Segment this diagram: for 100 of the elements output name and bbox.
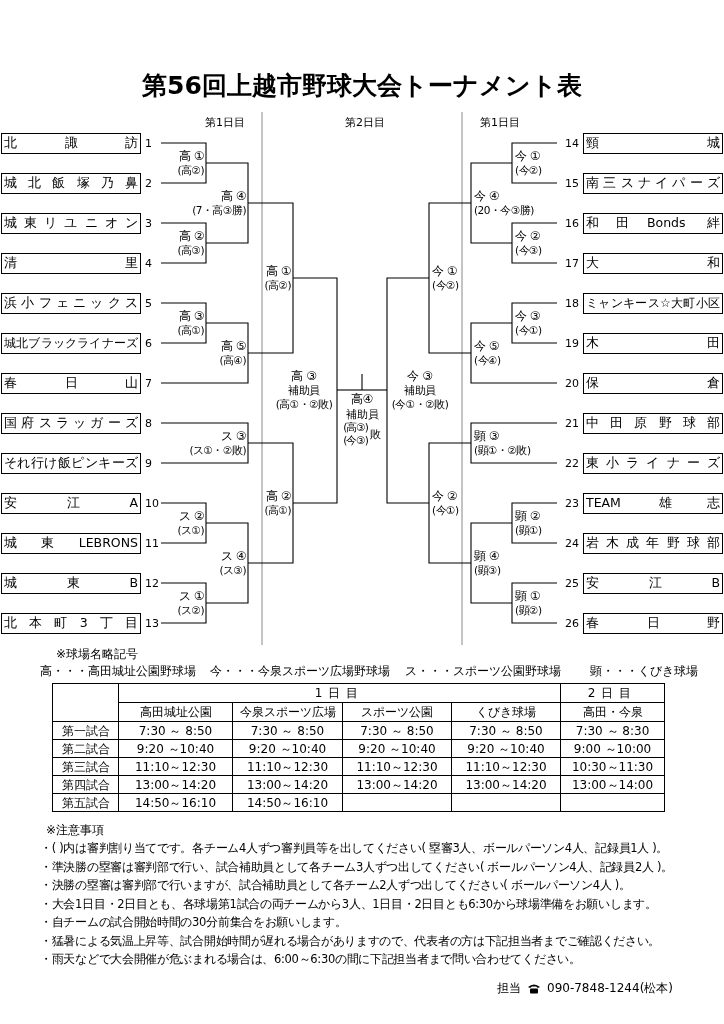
team-name: 国府スラッガーズ — [1, 412, 141, 434]
bracket-line — [247, 202, 294, 279]
team-name: 東小ライナーズ — [583, 452, 723, 474]
match-label: 今 ① — [515, 149, 541, 163]
bracket-line — [470, 422, 558, 444]
match-label: ス ③ — [220, 429, 246, 443]
match-label: 高 ① — [265, 264, 291, 278]
bracket-line — [247, 442, 294, 504]
match-note: (ス①) — [177, 523, 204, 537]
bracket-line — [511, 142, 558, 164]
match-note: (高①・②敗) — [275, 397, 333, 411]
match-label: 高 ⑤ — [220, 339, 246, 353]
bracket-line — [428, 202, 472, 279]
bracket-line — [247, 277, 294, 354]
time-slot: 7:30 ～ 8:30 — [560, 721, 665, 740]
game-number: 第五試合 — [52, 793, 119, 812]
time-slot: 13:00～14:20 — [342, 775, 452, 794]
game-number: 第四試合 — [52, 775, 119, 794]
bracket-line — [160, 502, 207, 524]
time-slot: 10:30～11:30 — [560, 757, 665, 776]
bracket-line — [511, 162, 558, 184]
bracket-line — [511, 322, 558, 344]
bracket-line — [470, 322, 513, 354]
note-text: ・自チームの試合開始時間の30分前集合をお願いします。 — [40, 917, 347, 929]
match-note: (高④) — [219, 353, 246, 367]
bracket-line — [160, 422, 249, 444]
match-note: (高②) — [264, 278, 291, 292]
seed-number: 5 — [145, 297, 152, 309]
bracket-line — [160, 302, 207, 324]
notes-heading: ※注意事項 — [46, 824, 105, 836]
bracket-line — [336, 389, 363, 391]
match-note: (高①) — [177, 323, 204, 337]
bracket-line — [361, 373, 363, 391]
seed-number: 15 — [565, 177, 579, 189]
match-label: 顕 ④ — [474, 549, 500, 563]
match-note: 補助員 — [345, 408, 379, 421]
game-number: 第三試合 — [52, 757, 119, 776]
match-note: (顕③) — [474, 563, 501, 577]
match-label: 高 ② — [178, 229, 204, 243]
match-note: (今①) — [515, 323, 542, 337]
venue-key: ス・・・スポーツ公園野球場 — [405, 665, 561, 677]
note-text: ・大会1日目・2日目とも、各球場第1試合の両チームから3人、1日目・2日目とも6:30から球場準備をお願いします。 — [40, 898, 657, 910]
bracket-line — [511, 302, 558, 324]
team-name: 城北ブラックライナーズ — [1, 332, 141, 354]
match-note: (今④) — [474, 353, 501, 367]
match-label: 高④ — [350, 393, 374, 406]
venue-header: 高田・今泉 — [560, 702, 665, 722]
bracket-line — [160, 322, 207, 344]
seed-number: 19 — [565, 337, 579, 349]
seed-number: 14 — [565, 137, 579, 149]
bracket-line — [511, 502, 558, 524]
team-name: 頸城 — [583, 132, 723, 154]
seed-number: 17 — [565, 257, 579, 269]
time-slot: 13:00～14:20 — [451, 775, 561, 794]
venue-key: 今・・・今泉スポーツ広場野球場 — [210, 665, 390, 677]
note-text: ・猛暑による気温上昇等、試合開始時間が遅れる場合がありますので、代表者の方は下記担当者までご確認ください。 — [40, 935, 661, 947]
time-slot: 14:50～16:10 — [118, 793, 233, 812]
match-note: (今①) — [432, 503, 459, 517]
key-heading: ※球場名略記号 — [56, 648, 139, 660]
team-name: 城東リユニオン — [1, 212, 141, 234]
bracket-line — [205, 162, 249, 204]
venue-key: 高・・・高田城址公園野球場 — [40, 665, 196, 677]
seed-number: 22 — [565, 457, 579, 469]
seed-number: 25 — [565, 577, 579, 589]
bracket-line — [511, 582, 558, 604]
match-label: 顕 ① — [515, 589, 541, 603]
match-note: 敗 — [369, 427, 381, 441]
match-label: 今 ③ — [515, 309, 541, 323]
match-label: ス ④ — [220, 549, 246, 563]
time-slot: 9:20 ～10:40 — [232, 739, 343, 758]
bracket-line — [205, 562, 249, 604]
team-name: 城北飯塚乃鼻 — [1, 172, 141, 194]
seed-number: 10 — [145, 497, 159, 509]
match-label: 高 ① — [178, 149, 204, 163]
match-note: (ス③) — [219, 563, 246, 577]
venue-header: 今泉スポーツ広場 — [232, 702, 343, 722]
match-label: 顕 ② — [515, 509, 541, 523]
bracket-line — [511, 222, 558, 244]
match-note: (今③) — [343, 434, 368, 447]
bracket-line — [470, 202, 513, 244]
time-slot: 13:00～14:00 — [560, 775, 665, 794]
bracket-line — [470, 352, 558, 384]
bracket-line — [160, 602, 207, 624]
title: 第56回上越市野球大会トーナメント表 — [141, 70, 583, 102]
team-name: TEAM 雄志 — [583, 492, 723, 514]
match-label: 高 ③ — [291, 369, 317, 383]
time-slot: 7:30 ～ 8:50 — [451, 721, 561, 740]
match-note: 補助員 — [404, 383, 436, 397]
seed-number: 26 — [565, 617, 579, 629]
match-note: (高①) — [264, 503, 291, 517]
venue-key: 顕・・・くびき球場 — [590, 665, 698, 677]
seed-number: 13 — [145, 617, 159, 629]
match-note: (今②) — [515, 163, 542, 177]
team-name: 春日野 — [583, 612, 723, 634]
match-note: (高②) — [177, 163, 204, 177]
match-label: 高 ④ — [220, 189, 246, 203]
seed-number: 11 — [145, 537, 159, 549]
venue-header: 高田城址公園 — [118, 702, 233, 722]
game-number: 第二試合 — [52, 739, 119, 758]
note-text: ・準決勝の塁審は審判部で行い、試合補助員として各チーム3人ずつ出してください( ボールパーソン4人、記録員2人 )。 — [40, 861, 673, 873]
